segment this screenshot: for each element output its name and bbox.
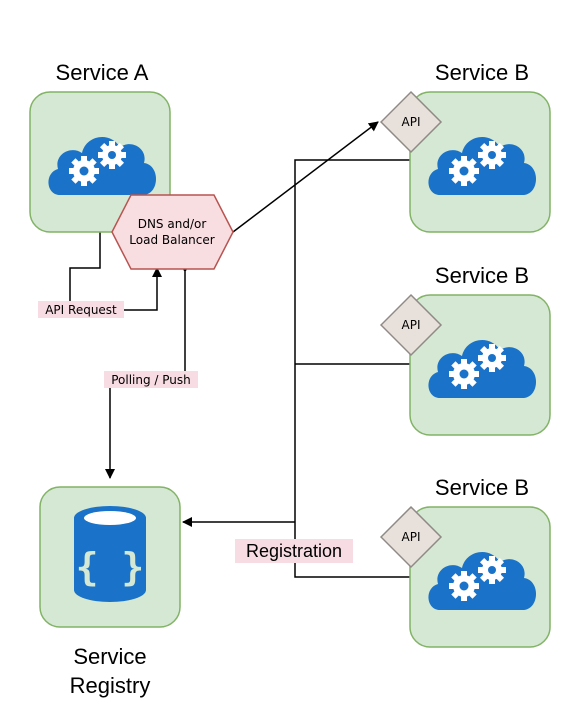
load-balancer-hexagon: [111, 194, 234, 270]
database-icon: { }: [74, 506, 146, 602]
service-b1-node: Service B API: [379, 60, 551, 233]
registration-label: Registration: [246, 541, 342, 561]
edge-label-api-request: API Request: [38, 301, 124, 318]
service-b1-api-label: API: [402, 115, 421, 129]
service-b3-api-label: API: [402, 530, 421, 544]
service-b3-api-diamond: [379, 505, 443, 569]
service-b2-api-label: API: [402, 318, 421, 332]
svg-text:{ }: { }: [76, 545, 145, 589]
service-registry-title-line1: Service: [73, 644, 146, 669]
lb-to-api-edge: [232, 121, 379, 233]
polling-push-label: Polling / Push: [111, 373, 191, 387]
load-balancer-node: DNS and/or Load Balancer: [111, 194, 234, 270]
service-b1-title: Service B: [435, 60, 529, 85]
service-b2-title: Service B: [435, 263, 529, 288]
service-b3-node: Service B API: [379, 475, 551, 648]
service-b2-node: Service B API: [379, 263, 551, 436]
service-b2-api-diamond: [379, 293, 443, 357]
edge-label-registration: Registration: [235, 539, 353, 563]
load-balancer-label-line1: DNS and/or: [138, 217, 207, 231]
service-a-title: Service A: [56, 60, 149, 85]
service-registry-node: { } Service Registry: [39, 486, 181, 698]
api-request-label: API Request: [45, 303, 117, 317]
load-balancer-label-line2: Load Balancer: [129, 233, 214, 247]
service-b3-title: Service B: [435, 475, 529, 500]
registration-trunk: [294, 159, 410, 578]
service-registry-title-line2: Registry: [70, 673, 151, 698]
service-b1-api-diamond: [379, 90, 443, 154]
edge-label-polling: Polling / Push: [104, 371, 198, 388]
